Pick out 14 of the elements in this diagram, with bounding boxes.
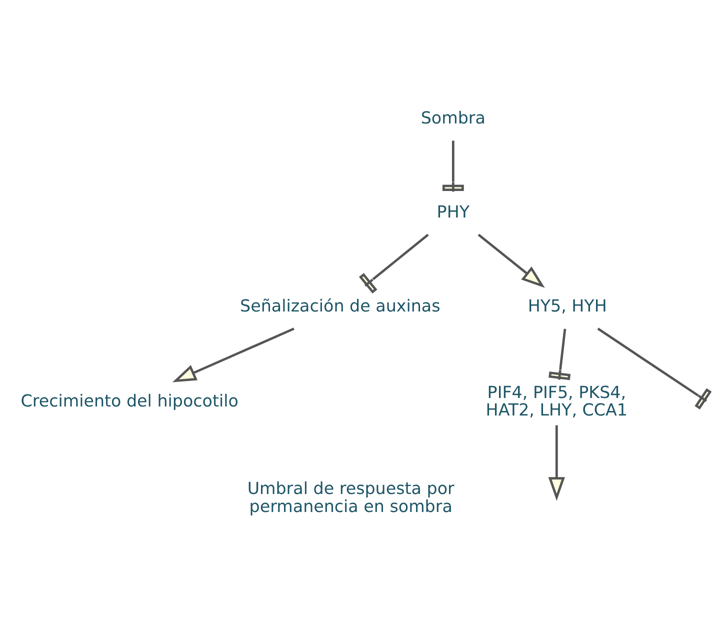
connector — [548, 328, 571, 380]
connector — [597, 328, 712, 410]
node-text: HY5, HYH — [528, 296, 607, 316]
node-text: Señalización de auxinas — [240, 296, 440, 316]
node-text: Sombra — [420, 108, 486, 128]
arrow — [548, 425, 565, 501]
node-text: PHY — [436, 202, 470, 222]
connector — [358, 234, 429, 294]
node-text: PIF4, PIF5, PKS4, HAT2, LHY, CCA1 — [486, 382, 628, 420]
arrow — [478, 234, 545, 288]
arrow — [172, 328, 294, 382]
label: Umbral de respuesta por permanencia en sombra — [247, 479, 454, 516]
node-text: Crecimiento del hipocotilo — [20, 392, 238, 411]
connector — [442, 140, 464, 192]
